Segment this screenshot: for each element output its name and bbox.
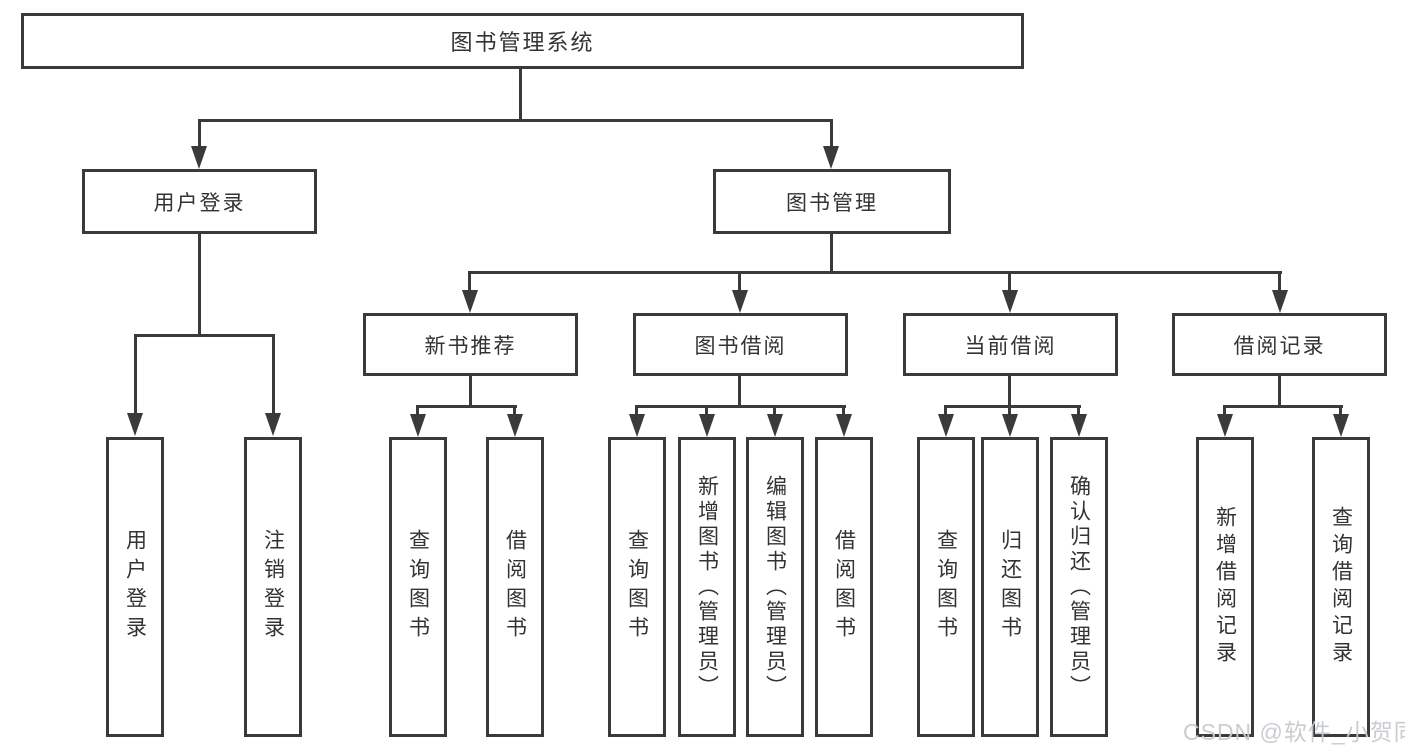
node-label: 确认归还（管理员） bbox=[1067, 474, 1091, 700]
connector-drop-borrow-records bbox=[1278, 271, 1281, 292]
leaf-bb-query-books: 查询图书 bbox=[608, 437, 666, 737]
arrow-down-icon bbox=[767, 414, 783, 437]
leaf-br-query-record: 查询借阅记录 bbox=[1312, 437, 1370, 737]
connector-drop-leaf-login bbox=[134, 334, 137, 416]
connector-drop bbox=[705, 405, 708, 417]
node-label: 查询借阅记录 bbox=[1329, 506, 1353, 668]
node-label: 图书借阅 bbox=[694, 334, 787, 358]
node-label: 借阅图书 bbox=[503, 529, 527, 645]
connector-bookborrow-bar bbox=[635, 405, 846, 408]
arrow-down-icon bbox=[1333, 414, 1349, 437]
arrow-down-icon bbox=[1071, 414, 1087, 437]
node-label: 查询图书 bbox=[934, 529, 958, 645]
arrow-down-icon bbox=[1272, 290, 1288, 313]
leaf-nb-query-books: 查询图书 bbox=[389, 437, 447, 737]
connector-drop-user-login bbox=[198, 119, 201, 149]
node-book-borrow: 图书借阅 bbox=[633, 313, 848, 376]
connector-drop bbox=[1339, 405, 1342, 417]
connector-drop bbox=[842, 405, 845, 417]
node-label: 借阅记录 bbox=[1233, 334, 1326, 358]
node-label: 用户登录 bbox=[153, 191, 246, 215]
leaf-cb-query-books: 查询图书 bbox=[917, 437, 975, 737]
connector-currentborrow-bar bbox=[944, 405, 1081, 408]
leaf-br-add-record: 新增借阅记录 bbox=[1196, 437, 1254, 737]
node-label: 归还图书 bbox=[998, 529, 1022, 645]
node-current-borrow: 当前借阅 bbox=[903, 313, 1118, 376]
node-label: 新增图书（管理员） bbox=[695, 474, 719, 700]
arrow-down-icon bbox=[191, 146, 207, 169]
connector-borrowrecords-stub bbox=[1278, 374, 1281, 407]
node-label: 编辑图书（管理员） bbox=[763, 474, 787, 700]
node-label: 图书管理 bbox=[786, 191, 878, 215]
leaf-cb-return-books: 归还图书 bbox=[981, 437, 1039, 737]
arrow-down-icon bbox=[410, 414, 426, 437]
leaf-bb-edit-books-admin: 编辑图书（管理员） bbox=[746, 437, 804, 737]
connector-drop bbox=[773, 405, 776, 417]
connector-bookmgmt-bar bbox=[469, 271, 1282, 274]
node-label: 图书管理系统 bbox=[450, 30, 595, 55]
connector-newbooks-bar bbox=[417, 405, 517, 408]
arrow-down-icon bbox=[938, 414, 954, 437]
leaf-bb-add-books-admin: 新增图书（管理员） bbox=[678, 437, 736, 737]
connector-drop-current-borrow bbox=[1008, 271, 1011, 292]
node-new-book-recommend: 新书推荐 bbox=[363, 313, 578, 376]
connector-root-bar bbox=[198, 119, 833, 122]
arrow-down-icon bbox=[507, 414, 523, 437]
node-label: 用户登录 bbox=[123, 529, 147, 645]
node-label: 借阅图书 bbox=[832, 529, 856, 645]
connector-bookmgmt-stub bbox=[830, 232, 833, 273]
arrow-down-icon bbox=[732, 290, 748, 313]
connector-userlogin-bar bbox=[134, 334, 275, 337]
arrow-down-icon bbox=[127, 413, 143, 436]
connector-newbooks-stub bbox=[469, 374, 472, 407]
node-root: 图书管理系统 bbox=[21, 13, 1024, 69]
connector-drop-new-books bbox=[468, 271, 471, 292]
leaf-logout: 注销登录 bbox=[244, 437, 302, 737]
connector-root-stub bbox=[519, 69, 522, 120]
connector-drop bbox=[635, 405, 638, 417]
arrow-down-icon bbox=[836, 414, 852, 437]
arrow-down-icon bbox=[1217, 414, 1233, 437]
connector-drop bbox=[1077, 405, 1080, 417]
arrow-down-icon bbox=[629, 414, 645, 437]
connector-drop bbox=[1008, 405, 1011, 417]
connector-drop bbox=[1223, 405, 1226, 417]
arrow-down-icon bbox=[462, 290, 478, 313]
leaf-cb-confirm-return-admin: 确认归还（管理员） bbox=[1050, 437, 1108, 737]
connector-drop-book-borrow bbox=[738, 271, 741, 292]
node-label: 新增借阅记录 bbox=[1213, 506, 1237, 668]
node-user-login: 用户登录 bbox=[82, 169, 317, 234]
arrow-down-icon bbox=[699, 414, 715, 437]
watermark: CSDN @软件_小贺同学 bbox=[1183, 719, 1405, 745]
connector-drop-leaf-logout bbox=[272, 334, 275, 416]
node-label: 注销登录 bbox=[261, 529, 285, 645]
leaf-user-login: 用户登录 bbox=[106, 437, 164, 737]
connector-currentborrow-stub bbox=[1008, 374, 1011, 407]
node-label: 查询图书 bbox=[406, 529, 430, 645]
arrow-down-icon bbox=[823, 146, 839, 169]
connector-borrowrecords-bar bbox=[1223, 405, 1343, 408]
arrow-down-icon bbox=[265, 413, 281, 436]
connector-userlogin-stub bbox=[198, 232, 201, 335]
connector-bookborrow-stub bbox=[738, 374, 741, 407]
connector-drop-book-mgmt bbox=[830, 119, 833, 149]
connector-drop bbox=[416, 405, 419, 417]
connector-drop bbox=[944, 405, 947, 417]
arrow-down-icon bbox=[1002, 414, 1018, 437]
node-label: 当前借阅 bbox=[964, 334, 1057, 358]
leaf-bb-borrow-books: 借阅图书 bbox=[815, 437, 873, 737]
leaf-nb-borrow-books: 借阅图书 bbox=[486, 437, 544, 737]
node-label: 新书推荐 bbox=[424, 334, 517, 358]
node-borrow-records: 借阅记录 bbox=[1172, 313, 1387, 376]
arrow-down-icon bbox=[1002, 290, 1018, 313]
node-label: 查询图书 bbox=[625, 529, 649, 645]
connector-drop bbox=[513, 405, 516, 417]
node-book-mgmt: 图书管理 bbox=[713, 169, 951, 234]
